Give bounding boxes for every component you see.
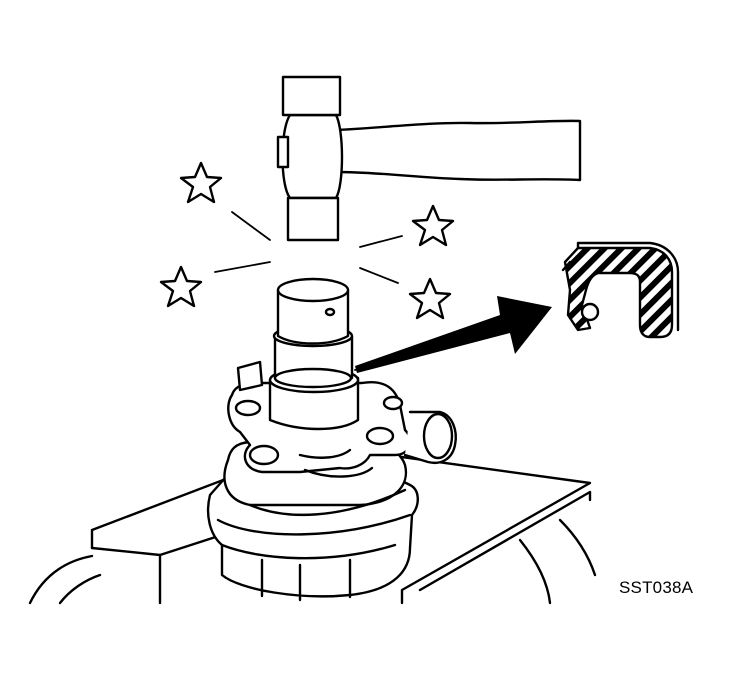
figure-code: SST038A xyxy=(619,578,694,597)
hammer xyxy=(276,75,582,242)
callout-arrow xyxy=(354,296,552,373)
star-left xyxy=(159,265,203,308)
star-upper-left xyxy=(179,161,223,204)
oil-seal-section-detail xyxy=(561,241,680,339)
star-right-top xyxy=(411,204,455,247)
impact-marks xyxy=(159,161,455,320)
drift-tool xyxy=(272,277,354,389)
star-right-bottom xyxy=(408,277,452,320)
